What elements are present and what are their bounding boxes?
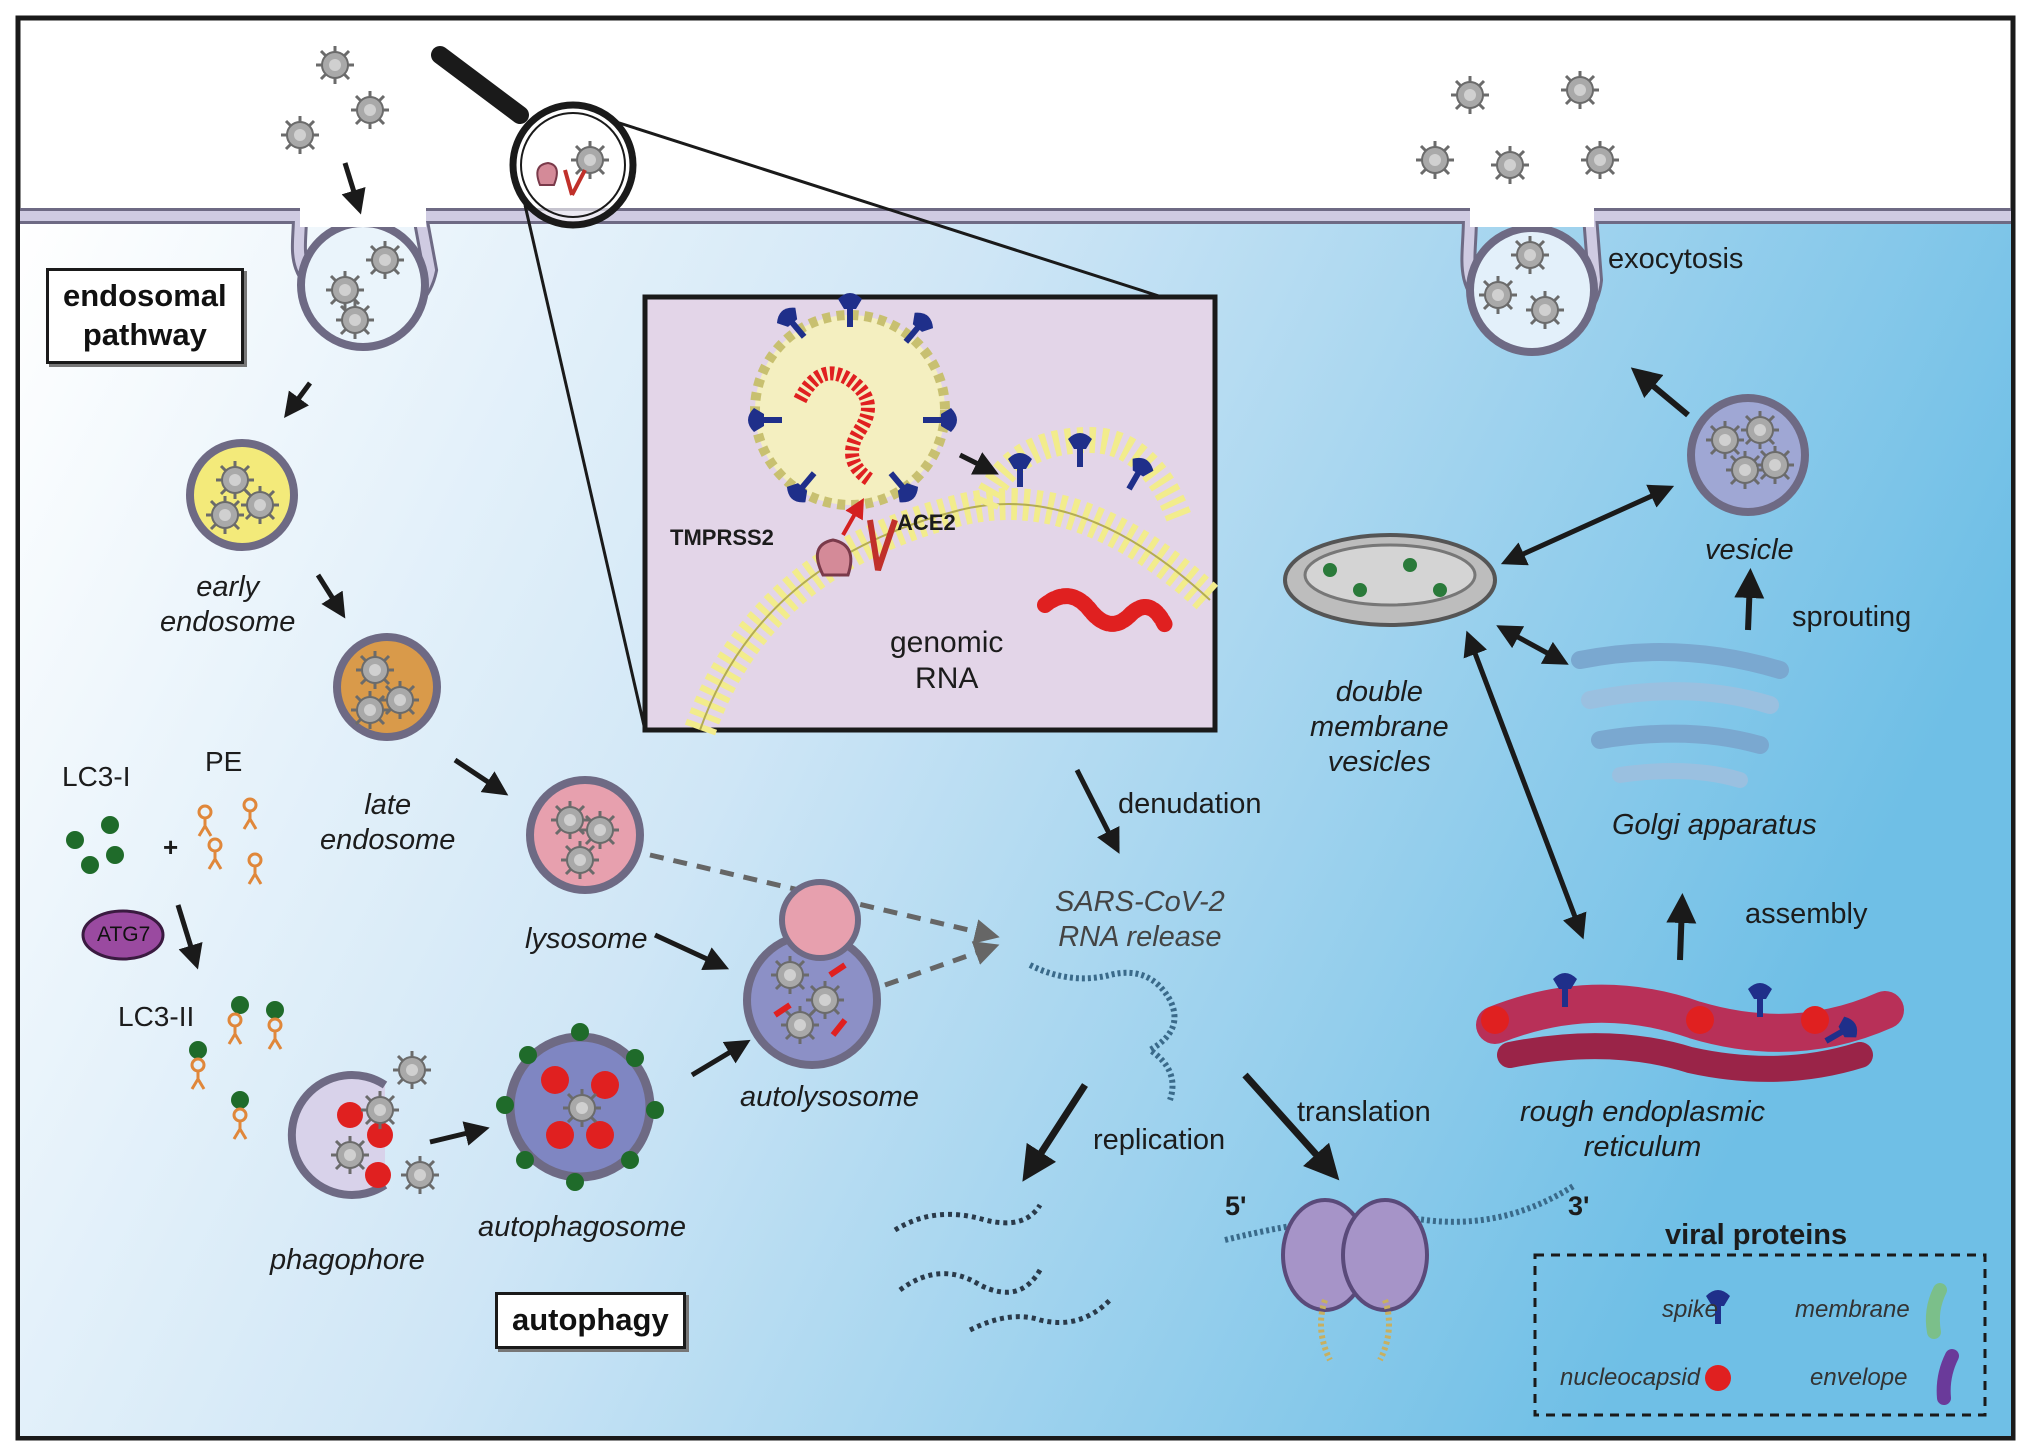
autolysosome-label: autolysosome (740, 1081, 919, 1113)
legend-box (1533, 1253, 1987, 1417)
double-membrane-vesicles (1283, 533, 1497, 627)
exocytic-pit (1466, 224, 1598, 356)
three-prime-label: 3' (1568, 1191, 1590, 1221)
vesicle-label: vesicle (1705, 534, 1794, 566)
lysosome (526, 776, 644, 894)
virion-inset (750, 310, 950, 510)
exocytosis-label: exocytosis (1608, 243, 1744, 275)
ace2-icon (867, 519, 898, 571)
double-membrane-vesicles-label: double membrane vesicles (1310, 676, 1449, 778)
phagophore-label: phagophore (270, 1244, 425, 1276)
lysosome-label: lysosome (525, 923, 648, 955)
legend-envelope-label: envelope (1810, 1364, 1908, 1391)
magnifier-icon (431, 46, 637, 229)
rough-er-label: rough endoplasmic reticulum (1520, 1096, 1766, 1163)
vesicle (1687, 394, 1809, 516)
ribosome-icon (1224, 1182, 1577, 1362)
rough-er (1476, 973, 1904, 1082)
late-endosome-label: late endosome (320, 789, 456, 856)
lc3-i-label: LC3-I (62, 761, 131, 792)
five-prime-label: 5' (1225, 1191, 1247, 1221)
legend-spike-label: spike (1662, 1296, 1719, 1323)
endosomal-pathway-label: endosomal pathway (46, 268, 244, 364)
legend-title: viral proteins (1665, 1219, 1848, 1251)
atg7-label: ATG7 (97, 923, 151, 946)
legend-nucleocapsid-label: nucleocapsid (1560, 1364, 1701, 1391)
assembly-label: assembly (1745, 898, 1868, 930)
tmprss2-icon (815, 538, 853, 577)
early-endosome (186, 439, 298, 551)
lc3-ii-label: LC3-II (118, 1001, 195, 1032)
autophagy-label: autophagy (495, 1292, 686, 1349)
rna-strand (1028, 962, 1178, 1101)
tmprss2-label: TMPRSS2 (670, 525, 774, 550)
sprouting-label: sprouting (1792, 601, 1912, 633)
rna-release-label: SARS-CoV-2 RNA release (1055, 886, 1225, 953)
atg7-enzyme (81, 909, 165, 961)
translation-label: translation (1297, 1096, 1431, 1128)
autophagosome-label: autophagosome (478, 1211, 686, 1243)
genomic-rna-icon (1037, 588, 1173, 633)
early-endosome-label: early endosome (160, 571, 296, 638)
plus-label: + (163, 832, 179, 862)
nucleocapsid-legend-icon (1705, 1365, 1731, 1391)
membrane-legend-icon (1925, 1283, 1947, 1339)
replication-label: replication (1093, 1124, 1226, 1156)
legend-membrane-label: membrane (1795, 1296, 1910, 1323)
pe-label: PE (205, 746, 243, 777)
golgi-label: Golgi apparatus (1612, 809, 1817, 841)
replicated-rna (893, 1203, 1112, 1333)
golgi-apparatus (1571, 643, 1789, 788)
genomic-rna-label: genomic RNA (890, 626, 1004, 695)
envelope-legend-icon (1936, 1349, 1959, 1405)
ace2-label: ACE2 (897, 510, 956, 535)
denudation-label: denudation (1118, 788, 1262, 820)
